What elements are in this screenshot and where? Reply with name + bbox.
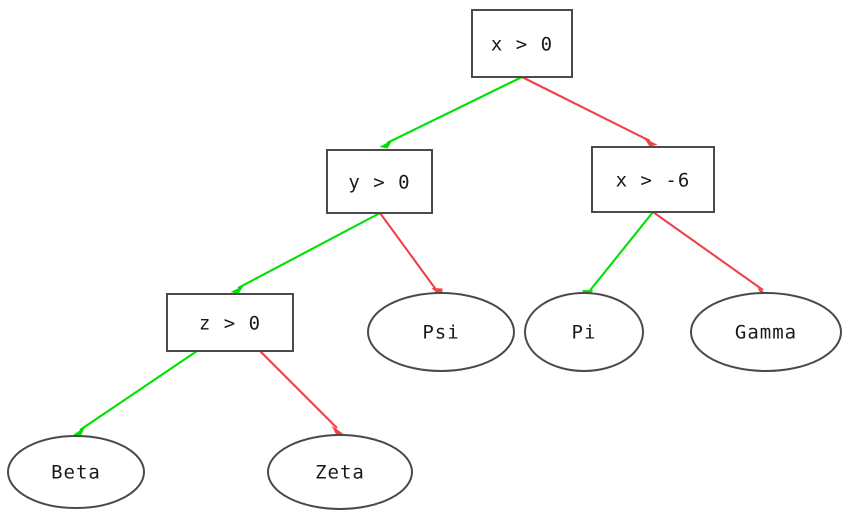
edge-root-to-y0 (379, 76, 523, 149)
edge-xm6-to-pi (582, 211, 654, 300)
node-pi-label: Pi (572, 322, 597, 344)
node-psi[interactable]: Psi (367, 292, 515, 372)
node-xm6-box[interactable] (591, 146, 715, 213)
node-zeta-label: Zeta (315, 462, 365, 484)
edge-line-z0-zeta (259, 350, 338, 429)
edge-xm6-to-gamma (652, 211, 770, 297)
node-root-label: x > 0 (491, 34, 553, 56)
edge-y0-to-z0 (230, 212, 381, 294)
node-beta-label: Beta (51, 462, 101, 484)
edge-line-y0-z0 (237, 212, 381, 289)
edge-z0-to-zeta (259, 350, 344, 435)
arrowhead-y0-z0 (230, 285, 244, 294)
edge-line-xm6-gamma (652, 211, 764, 291)
node-y0-label: y > 0 (348, 172, 410, 194)
node-z0-box[interactable] (166, 293, 294, 352)
node-beta[interactable]: Beta (7, 435, 145, 509)
node-root-box[interactable] (471, 9, 573, 78)
node-psi-label: Psi (422, 322, 459, 344)
node-gamma-ellipse[interactable] (690, 292, 842, 372)
node-zeta-ellipse[interactable] (267, 434, 413, 510)
edge-z0-to-beta (73, 350, 198, 436)
edge-root-to-xm6 (521, 76, 658, 147)
node-psi-ellipse[interactable] (367, 292, 515, 372)
node-root[interactable]: x > 0 (471, 9, 573, 78)
node-xm6-label: x > -6 (616, 170, 691, 192)
node-beta-ellipse[interactable] (7, 435, 145, 509)
edge-line-root-xm6 (521, 76, 651, 142)
node-z0-label: z > 0 (199, 313, 261, 335)
node-pi[interactable]: Pi (524, 292, 644, 372)
node-y0[interactable]: y > 0 (326, 149, 433, 214)
node-zeta[interactable]: Zeta (267, 434, 413, 510)
node-y0-box[interactable] (326, 149, 433, 214)
node-gamma[interactable]: Gamma (690, 292, 842, 372)
edge-line-y0-psi (379, 212, 438, 292)
arrowhead-z0-beta (73, 426, 86, 436)
node-xm6[interactable]: x > -6 (591, 146, 715, 213)
node-gamma-label: Gamma (735, 322, 797, 344)
edge-line-xm6-pi (587, 211, 654, 294)
node-z0[interactable]: z > 0 (166, 293, 294, 352)
edge-line-root-y0 (386, 76, 523, 144)
arrowhead-root-y0 (379, 140, 393, 149)
edge-line-z0-beta (79, 350, 198, 431)
arrowhead-root-xm6 (644, 138, 658, 147)
node-pi-ellipse[interactable] (524, 292, 644, 372)
arrowhead-z0-zeta (331, 425, 344, 435)
edge-y0-to-psi (379, 212, 443, 298)
